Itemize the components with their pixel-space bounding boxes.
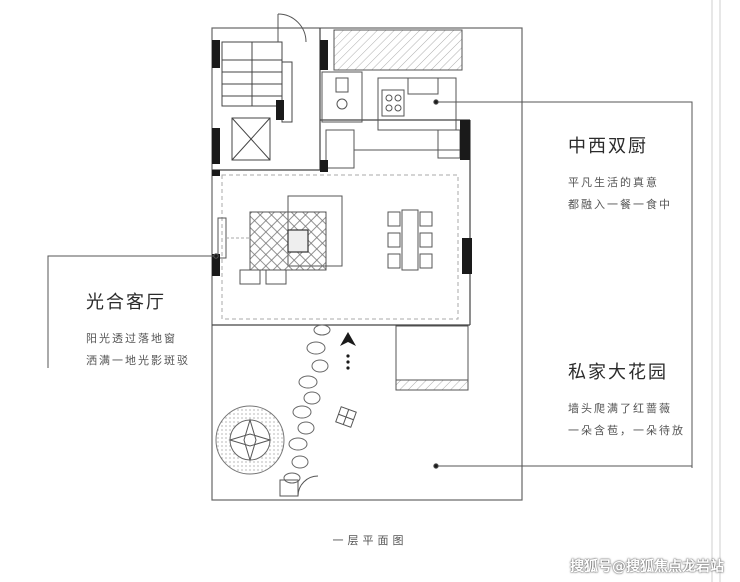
living-title: 光合客厅 [86,292,166,313]
stair-core [221,41,293,161]
kitchen-annotation: 中西双厨 平凡生活的真意 都融入一餐一食中 [568,132,672,216]
garden-tree [215,405,285,475]
living-annotation: 光合客厅 阳光透过落地窗 洒满一地光影斑驳 [86,288,190,372]
building-outline [212,28,471,326]
garden-daybed [395,325,469,391]
plan-caption: 一层平面图 [332,534,408,547]
leader-lines [47,99,693,469]
watermark: 搜狐号@搜狐焦点龙岩站 [570,559,724,575]
living-line-1: 阳光透过落地窗 [86,332,177,345]
kitchen-title: 中西双厨 [568,136,648,157]
living-line-2: 洒满一地光影斑驳 [86,354,190,367]
kitchen-line-2: 都融入一餐一食中 [568,198,672,211]
planter [335,406,357,428]
living-room-glazing [221,174,459,320]
garden-title: 私家大花园 [568,362,668,383]
garden-line-2: 一朵含苞，一朵待放 [568,424,685,437]
entry-door [277,13,307,43]
stepping-stones [283,324,331,484]
kitchen-line-1: 平凡生活的真意 [568,176,659,189]
dining-table [387,209,433,271]
wall-columns [212,40,472,276]
garden-line-1: 墙头爬满了红蔷薇 [568,402,672,415]
garden-annotation: 私家大花园 墙头爬满了红蔷薇 一朵含苞，一朵待放 [568,358,685,442]
south-gate [279,475,319,497]
living-furniture [217,195,343,285]
entry-arrow [340,332,356,370]
kitchen-layout [321,71,470,169]
balcony [333,29,463,71]
